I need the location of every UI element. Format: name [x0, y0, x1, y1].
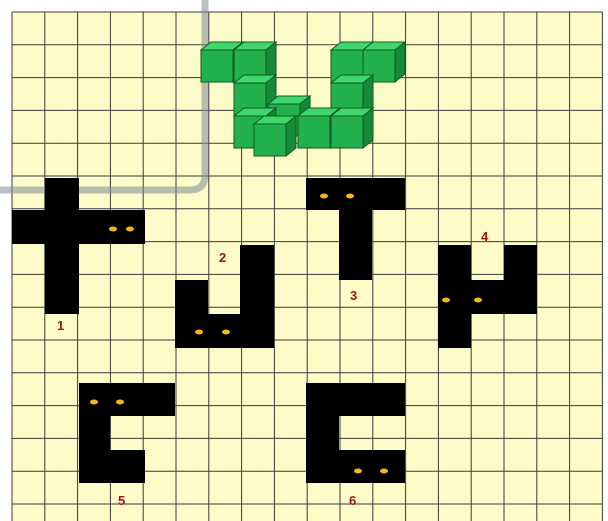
shadow-6-label: 6 [349, 493, 356, 508]
shadow-1-label: 1 [57, 318, 64, 333]
shadow-5-label: 5 [118, 493, 125, 508]
shadow-2-label: 2 [219, 250, 226, 265]
shadow-4-label: 4 [481, 229, 489, 244]
cube [254, 116, 296, 156]
shadow-3-label: 3 [350, 288, 357, 303]
cube [331, 108, 373, 148]
